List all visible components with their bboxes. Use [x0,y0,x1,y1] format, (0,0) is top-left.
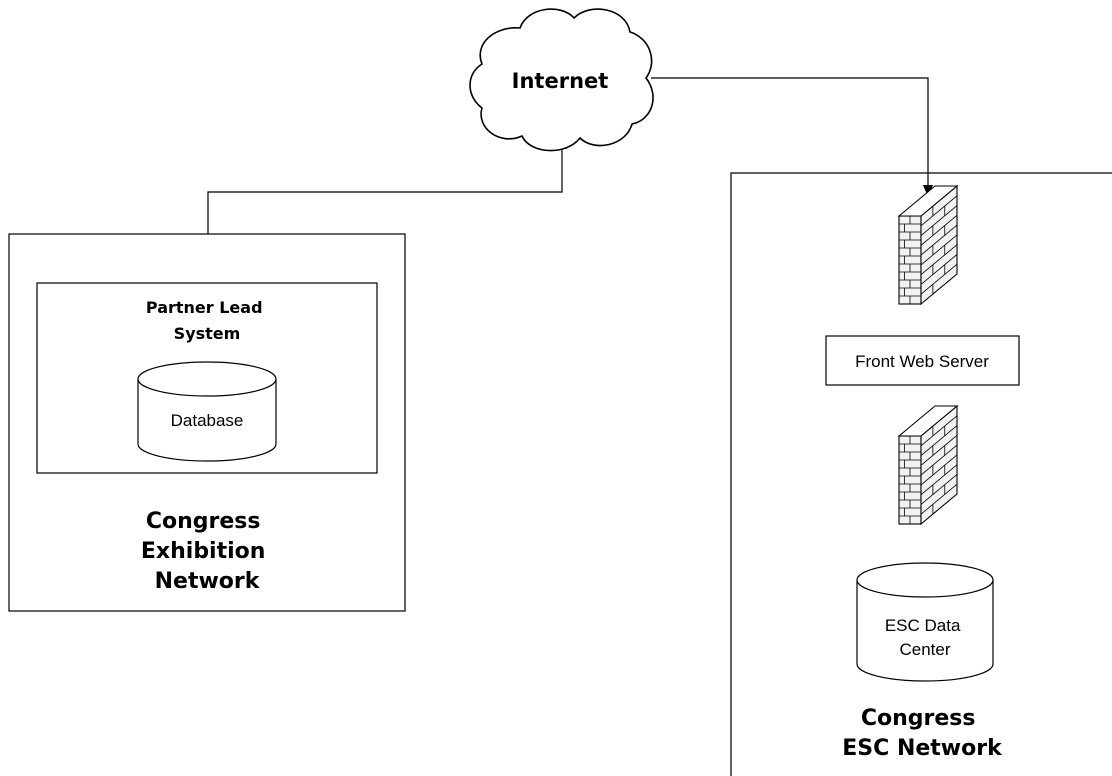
firewall-top-face [897,405,959,437]
data-center-line-1: ESC Data [885,616,961,635]
brick-line [920,234,958,266]
partner-lead-system-title: Partner Lead System [146,298,268,343]
esc-data-center-cylinder-icon [856,562,994,682]
brick-line [920,454,958,486]
front-web-server-box [825,335,1020,386]
firewall-front-face [898,435,922,525]
brick-line [920,483,958,515]
brick-line [920,195,958,227]
brick-line [920,444,958,476]
exhibition-title-line-1: Congress [146,509,261,534]
exhibition-title-line-3: Network [155,569,261,594]
esc-title-line-1: Congress [861,706,976,731]
front-web-server-label: Front Web Server [855,352,989,371]
esc-data-center-label: ESC Data Center [885,616,965,659]
brick-line [920,224,958,256]
brick-line [920,263,958,295]
esc-title-line-2: ESC Network [842,736,1003,761]
exhibition-title-line-2: Exhibition [141,539,266,564]
firewall-top-face [897,185,959,217]
internet-label: Internet [512,69,609,93]
brick-line [920,415,958,447]
connector-internet-to-firewall [651,77,929,188]
partner-title-line-2: System [174,324,241,343]
brick-line [920,474,958,505]
brick-line [920,435,958,466]
firewall-top-icon [897,184,959,306]
arrowhead-firewall [923,185,933,197]
internet-cloud-icon [469,8,654,152]
brick-line [920,425,958,456]
data-center-line-2: Center [899,640,950,659]
connector-exhibition-to-internet [207,145,563,234]
brick-line [920,205,958,236]
esc-network-box [730,172,1112,776]
firewall-bottom-icon [897,404,959,526]
brick-line [920,464,958,495]
brick-line [920,254,958,285]
partner-title-line-1: Partner Lead [146,298,263,317]
database-label: Database [171,411,244,430]
exhibition-network-title: Congress Exhibition Network [141,509,273,594]
brick-line [920,244,958,275]
firewall-front-face [898,215,922,305]
database-cylinder-icon [137,361,277,462]
esc-network-title: Congress ESC Network [842,706,1003,761]
brick-line [920,215,958,246]
